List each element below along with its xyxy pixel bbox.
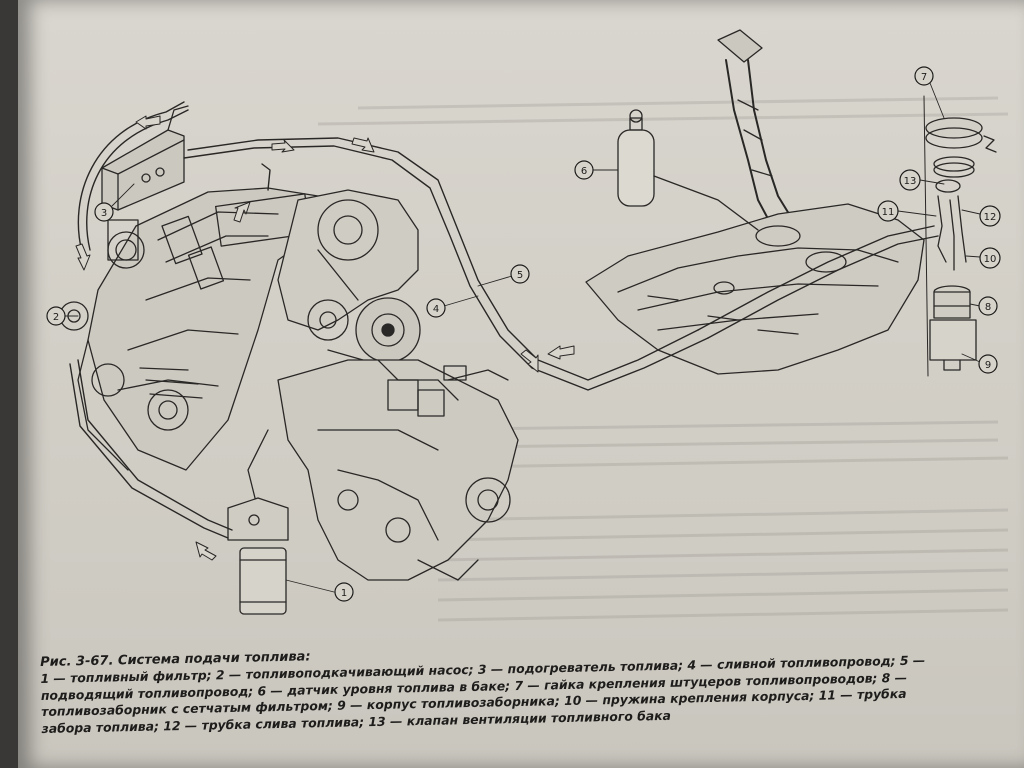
callout-6: 6 [574,160,594,180]
callout-12: 12 [979,205,1001,227]
timing-belt-drawing [277,189,421,363]
tank-unit-parts-drawing [923,95,997,377]
svg-text:1: 1 [341,588,347,599]
callout-11: 11 [877,200,899,222]
svg-text:4: 4 [433,304,439,315]
svg-text:13: 13 [904,176,917,187]
svg-text:5: 5 [517,270,523,281]
filler-neck-drawing [717,29,795,231]
leader-lines [63,82,981,593]
svg-text:3: 3 [101,208,107,219]
callout-13: 13 [899,169,921,191]
callout-4: 4 [426,298,446,318]
svg-text:12: 12 [984,212,997,223]
callout-7: 7 [914,66,934,86]
callout-labels: 1 2 3 4 5 6 7 8 9 10 11 12 13 [46,66,1001,602]
svg-text:2: 2 [53,312,59,323]
callout-3: 3 [94,202,114,222]
svg-text:11: 11 [882,207,895,218]
fuel-filter-drawing [227,497,289,615]
callout-1: 1 [334,582,354,602]
svg-text:10: 10 [984,254,997,265]
svg-text:6: 6 [581,166,587,177]
fuel-system-illustration: 1 2 3 4 5 6 7 8 9 10 11 12 13 [46,29,1001,615]
flow-arrows [75,115,575,561]
engine-drawing [59,187,319,471]
callout-10: 10 [979,247,1001,269]
fuel-level-sensor-drawing [617,109,655,207]
fuel-tank-drawing [585,203,925,375]
gearbox-drawing [247,359,519,581]
svg-text:8: 8 [985,302,991,313]
svg-text:9: 9 [985,360,991,371]
callout-5: 5 [510,264,530,284]
callout-8: 8 [978,296,998,316]
svg-text:7: 7 [921,72,927,83]
callout-9: 9 [978,354,998,374]
callout-2: 2 [46,306,66,326]
book-page: 1 2 3 4 5 6 7 8 9 10 11 12 13 Рис. 3-67.… [18,0,1024,768]
